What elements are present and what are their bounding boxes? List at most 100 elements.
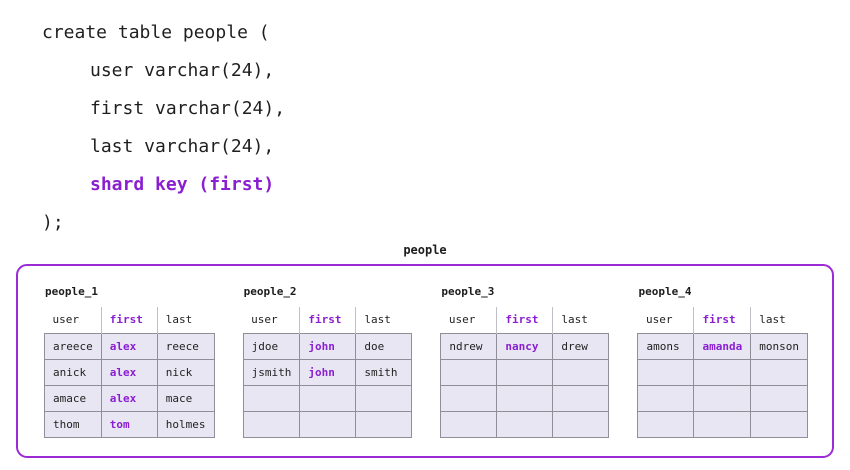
table-name-heading: people xyxy=(403,243,447,257)
table-cell: mace xyxy=(156,385,215,412)
table-cell xyxy=(299,411,357,438)
table-cell xyxy=(440,359,498,386)
table-cell: john xyxy=(299,333,357,360)
table-cell xyxy=(637,359,695,386)
code-line: first varchar(24), xyxy=(90,98,286,119)
table-cell: thom xyxy=(44,411,102,438)
table-cell xyxy=(440,385,498,412)
table-cell: amace xyxy=(44,385,102,412)
table-cell: jdoe xyxy=(242,333,301,360)
table-cell xyxy=(750,359,808,386)
table-cell: holmes xyxy=(156,411,215,438)
table-cell: smith xyxy=(355,359,413,386)
table-cell xyxy=(552,411,610,438)
table-cell xyxy=(693,385,752,412)
table-cell: areece xyxy=(44,333,102,360)
table-cell: amanda xyxy=(693,333,752,360)
sql-code-block: create table people ( user varchar(24), fi… xyxy=(42,22,286,233)
code-line-shard-key: shard key (first) xyxy=(90,174,275,195)
table-row xyxy=(637,359,808,386)
table-row xyxy=(242,385,413,412)
table-cell xyxy=(750,385,808,412)
table-cell xyxy=(637,411,695,438)
table-cell xyxy=(750,411,808,438)
code-line: user varchar(24), xyxy=(90,60,275,81)
shard-label: people_4 xyxy=(638,285,692,298)
table-cell xyxy=(693,359,752,386)
table-cell: nancy xyxy=(496,333,554,360)
column-header-first: first xyxy=(299,307,357,334)
code-line: create table people ( xyxy=(42,22,270,43)
column-header-last: last xyxy=(552,307,609,334)
table-cell xyxy=(242,385,301,412)
table-cell: doe xyxy=(355,333,413,360)
shard-label: people_2 xyxy=(243,285,297,298)
table-cell xyxy=(440,411,498,438)
code-line: ); xyxy=(42,212,64,233)
table-row xyxy=(440,385,610,412)
table-row xyxy=(242,411,413,438)
table-cell xyxy=(496,359,554,386)
column-header-user: user xyxy=(243,307,301,334)
table-cell: amons xyxy=(637,333,695,360)
column-header-first: first xyxy=(693,307,752,334)
table-row xyxy=(637,385,808,412)
table-cell xyxy=(693,411,752,438)
table-cell: anick xyxy=(44,359,102,386)
code-line: last varchar(24), xyxy=(90,136,275,157)
column-header-last: last xyxy=(355,307,412,334)
column-header-first: first xyxy=(101,307,158,334)
table-cell: john xyxy=(299,359,357,386)
table-cell xyxy=(496,385,554,412)
table-cell xyxy=(552,385,610,412)
table-cell: nick xyxy=(156,359,215,386)
column-header-user: user xyxy=(44,307,102,334)
table-cell: alex xyxy=(100,385,158,412)
table-row xyxy=(440,411,610,438)
table-cell xyxy=(496,411,554,438)
table-cell: drew xyxy=(552,333,610,360)
table-cell xyxy=(299,385,357,412)
table-cell: jsmith xyxy=(242,359,301,386)
table-cell: tom xyxy=(100,411,158,438)
table-cell xyxy=(552,359,610,386)
table-cell: alex xyxy=(100,359,158,386)
table-cell xyxy=(355,411,413,438)
table-row xyxy=(440,359,610,386)
table-cell: monson xyxy=(750,333,808,360)
shard-label: people_3 xyxy=(441,285,495,298)
table-cell xyxy=(242,411,301,438)
column-header-first: first xyxy=(496,307,554,334)
column-header-user: user xyxy=(637,307,695,334)
table-cell: reece xyxy=(156,333,215,360)
shard-label: people_1 xyxy=(45,285,98,298)
table-cell xyxy=(637,385,695,412)
table-cell: alex xyxy=(100,333,158,360)
column-header-last: last xyxy=(750,307,808,334)
table-cell xyxy=(355,385,413,412)
table-cell: ndrew xyxy=(440,333,498,360)
